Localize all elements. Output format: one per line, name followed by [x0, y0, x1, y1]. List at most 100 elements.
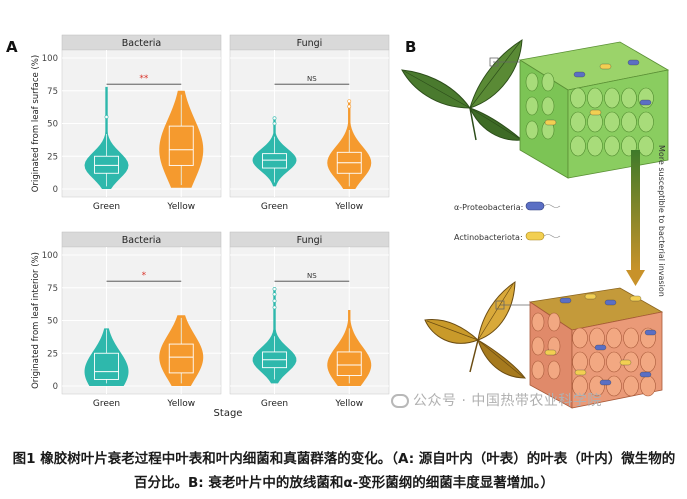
plant-cell [525, 72, 539, 92]
outlier-point [272, 292, 277, 297]
box [94, 155, 119, 174]
plant-cell [570, 87, 586, 109]
x-tick-label: Green [261, 399, 288, 409]
yellow-leaf-illustration [424, 281, 527, 379]
y-tick-label: 25 [47, 349, 58, 359]
bacterium-marker [594, 344, 607, 351]
arrow-label: More susceptible to bacterial invasion [657, 145, 666, 297]
plant-cell [604, 87, 620, 109]
y-tick-label: 50 [47, 317, 58, 327]
plant-cell [640, 351, 656, 373]
plant-cell [531, 312, 545, 332]
outlier-point [347, 99, 352, 104]
bacterium-marker [599, 379, 612, 386]
plant-cell [623, 375, 639, 397]
senescent-leaf-tissue [528, 287, 664, 409]
x-tick-label: Yellow [334, 202, 363, 212]
bacterium-marker [604, 299, 617, 306]
x-axis-title: Stage [214, 408, 243, 419]
y-tick-label: 50 [47, 120, 58, 130]
plant-cell [572, 375, 588, 397]
box [168, 343, 194, 374]
bacterium-marker [544, 119, 557, 126]
legend-actinobacteriota: Actinobacteriota: [454, 233, 523, 242]
significance-label: ** [139, 74, 149, 84]
plant-cell [606, 327, 622, 349]
outlier-point [272, 287, 277, 291]
bacterium-marker [619, 359, 632, 366]
facet-label: Bacteria [122, 38, 162, 49]
outlier-point [272, 298, 277, 303]
y-tick-label: 0 [53, 185, 58, 195]
plant-cell [531, 360, 545, 380]
wechat-icon [391, 394, 409, 408]
significance-label: NS [307, 75, 317, 83]
box [262, 153, 287, 169]
facet-label: Fungi [297, 38, 323, 49]
significance-label: NS [307, 272, 317, 280]
violin-yellow [159, 90, 204, 188]
bacterium-marker [599, 63, 612, 70]
y-tick-label: 100 [42, 54, 58, 64]
plant-cell [525, 96, 539, 116]
outlier-point [347, 104, 352, 109]
plant-cell [572, 327, 588, 349]
bacterium-marker [544, 349, 557, 356]
bacteria-legend: α-Proteobacteria: Actinobacteriota: [454, 201, 561, 242]
x-tick-label: Green [93, 399, 120, 409]
x-tick-label: Yellow [334, 399, 363, 409]
plant-cell [525, 120, 539, 140]
violin-yellow [159, 315, 204, 386]
plant-cell [638, 135, 654, 157]
plant-cell [541, 96, 555, 116]
bacterium-marker [627, 59, 640, 66]
actinobacteriota-swatch [525, 231, 545, 241]
x-tick-label: Yellow [166, 202, 195, 212]
bacterium-marker [639, 371, 652, 378]
outlier-point [272, 305, 277, 310]
bacterium-marker [629, 295, 642, 302]
plant-cell [640, 375, 656, 397]
y-tick-label: 0 [53, 382, 58, 392]
alpha-proteobacteria-swatch [525, 201, 545, 211]
bacterium-marker [639, 99, 652, 106]
plant-cell [606, 375, 622, 397]
y-tick-label: 25 [47, 152, 58, 162]
outlier-point [272, 116, 277, 121]
bacterium-marker [589, 109, 602, 116]
box [168, 125, 194, 166]
panel-a-letter: A [6, 38, 18, 56]
plant-cell [531, 336, 545, 356]
outlier-point [104, 115, 109, 119]
outlier-point [272, 121, 277, 126]
facet-label: Fungi [297, 235, 323, 246]
plant-cell [570, 111, 586, 133]
plant-cell [547, 312, 561, 332]
plant-cell [606, 351, 622, 373]
plant-cell [572, 351, 588, 373]
green-leaf-illustration [401, 39, 524, 141]
x-tick-label: Yellow [166, 399, 195, 409]
plant-cell [623, 327, 639, 349]
legend-alpha-proteobacteria: α-Proteobacteria: [454, 203, 523, 212]
plant-cell [587, 87, 603, 109]
facet-label: Bacteria [122, 235, 162, 246]
figure-caption: 图1 橡胶树叶片衰老过程中叶表和叶内细菌和真菌群落的变化。（A: 源自叶内（叶表… [12, 451, 676, 491]
plant-cell [621, 111, 637, 133]
plant-cell [587, 135, 603, 157]
panel-b-letter: B [405, 38, 416, 56]
bacterium-marker [573, 71, 586, 78]
y-tick-label: 75 [47, 87, 58, 97]
y-tick-label: 75 [47, 284, 58, 294]
y-axis-label: Originated from leaf surface (%) [31, 55, 41, 192]
y-tick-label: 100 [42, 251, 58, 261]
panel-b-diagram: α-Proteobacteria: Actinobacteriota: More… [401, 39, 670, 409]
plant-cell [541, 72, 555, 92]
susceptibility-arrow [626, 150, 645, 286]
plant-cell [638, 111, 654, 133]
watermark: 公众号 · 中国热带农业科学院 [391, 390, 602, 410]
bacterium-marker [559, 297, 572, 304]
